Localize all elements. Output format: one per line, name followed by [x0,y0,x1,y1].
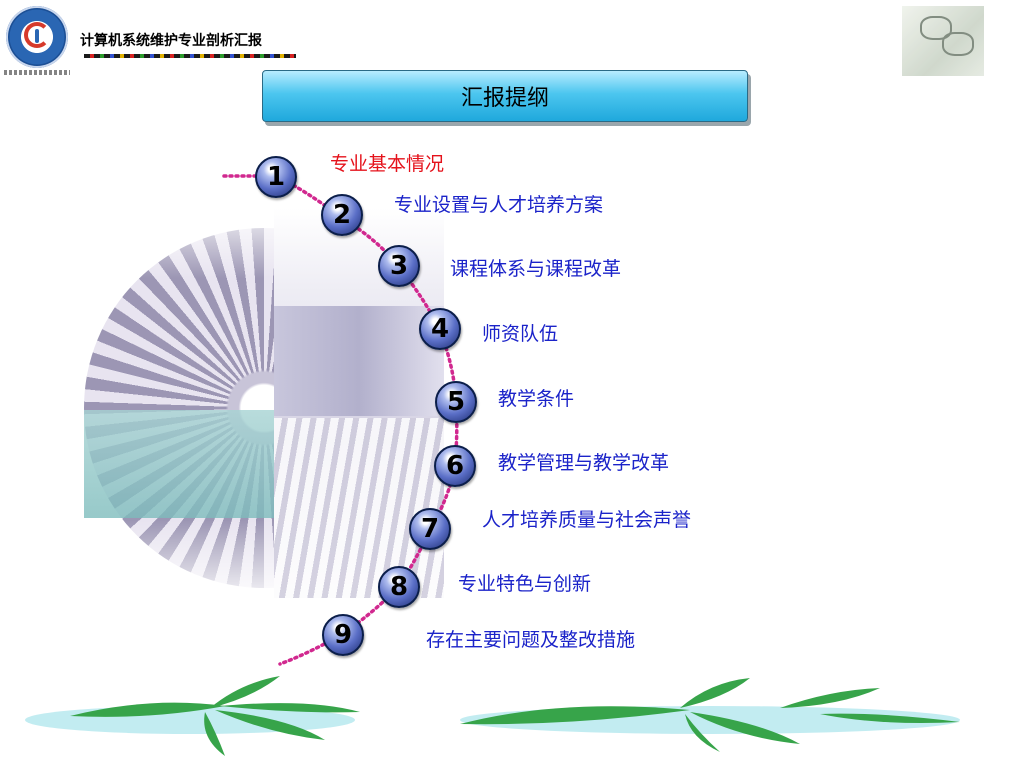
turbine-side-panel [274,208,444,598]
glasses-icon [902,6,984,76]
number-badge-7: 7 [409,508,451,550]
logo-caption [4,70,70,75]
item-label-6: 教学管理与教学改革 [498,452,670,474]
item-label-9: 存在主要问题及整改措施 [426,629,636,651]
panel-band [274,306,444,416]
presentation-title: 计算机系统维护专业剖析汇报 [80,33,262,49]
number-badge-4: 4 [419,308,461,350]
outline-title-bar: 汇报提纲 [262,70,748,122]
number-badge-8: 8 [378,566,420,608]
item-label-2: 专业设置与人才培养方案 [394,194,604,216]
bamboo-leaves-decoration [25,676,960,756]
college-logo-icon [6,6,68,68]
item-label-3: 课程体系与课程改革 [450,258,622,280]
number-badge-2: 2 [321,194,363,236]
item-label-4: 师资队伍 [482,323,559,345]
title-underline-strip [84,54,296,58]
turbine-glow [84,208,274,598]
logo-mark [24,22,50,48]
teal-block [84,410,274,518]
item-label-5: 教学条件 [498,388,575,410]
item-label-8: 专业特色与创新 [458,573,592,595]
number-badge-6: 6 [434,445,476,487]
number-badge-5: 5 [435,381,477,423]
item-label-7: 人才培养质量与社会声誉 [482,509,692,531]
item-label-1: 专业基本情况 [330,153,445,175]
number-badge-3: 3 [378,245,420,287]
number-badge-1: 1 [255,156,297,198]
turbine-image [84,208,274,598]
panel-blades [274,418,444,598]
number-badge-9: 9 [322,614,364,656]
